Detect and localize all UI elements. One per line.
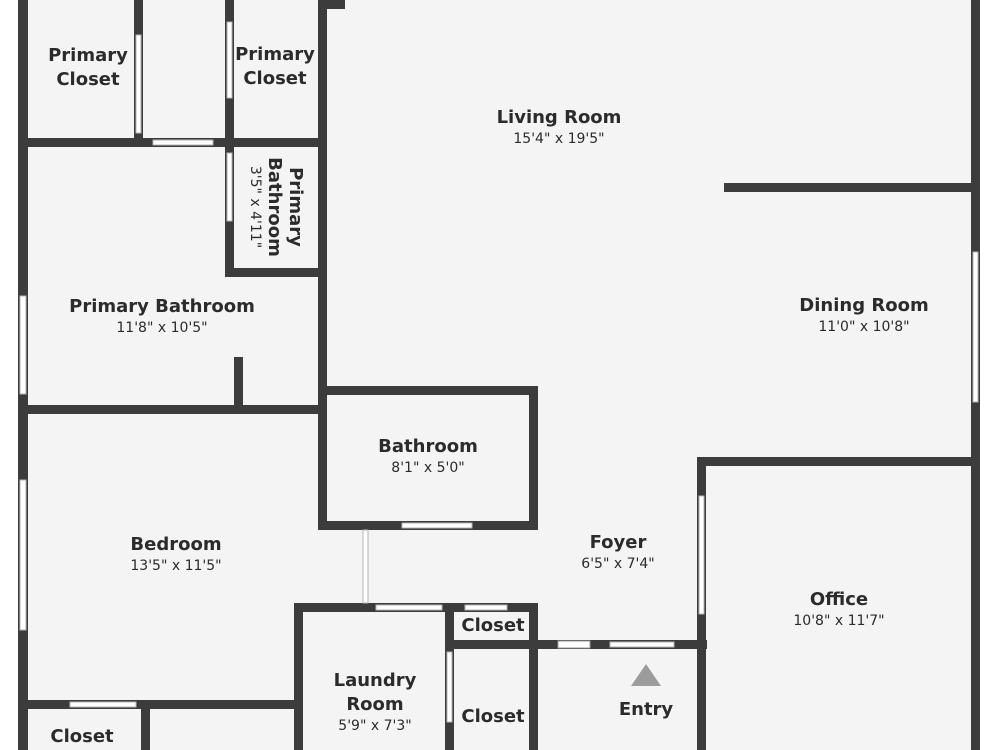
window-left-upper xyxy=(19,295,27,395)
window-right-dining xyxy=(972,251,979,403)
room-dimensions: 15'4" x 19'5" xyxy=(513,131,605,147)
door-closet-2 xyxy=(226,21,233,99)
door-small-bath xyxy=(226,152,233,222)
room-label-primary-closet-1: Primary Closet xyxy=(48,44,128,92)
room-label-closet-bottom-left: Closet xyxy=(50,725,113,749)
room-dimensions: 6'5" x 7'4" xyxy=(581,556,655,572)
room-label-dining-room: Dining Room 11'0" x 10'8" xyxy=(799,294,928,336)
door-closet-bottom-left xyxy=(69,701,137,708)
door-closet-lower xyxy=(446,651,453,723)
wall-closet-right xyxy=(529,603,538,750)
door-bathroom xyxy=(401,522,473,529)
wall-closet-bottom-divider xyxy=(141,700,150,750)
room-label-closet-foyer: Closet xyxy=(461,614,524,638)
wall-top-stub xyxy=(325,0,345,9)
floor-area xyxy=(22,0,978,750)
room-label-primary-bathroom: Primary Bathroom 11'8" x 10'5" xyxy=(69,295,255,337)
wall-bathroom-top xyxy=(320,386,538,395)
room-name: Entry xyxy=(618,699,674,720)
wall-office-top xyxy=(697,457,978,466)
room-name: Office xyxy=(809,589,869,610)
room-name: Primary Bathroom xyxy=(69,296,255,317)
room-dimensions: 3'5" x 4'11" xyxy=(247,165,263,249)
room-dimensions: 8'1" x 5'0" xyxy=(391,460,465,476)
entry-arrow-icon xyxy=(631,664,661,686)
wall-living-left xyxy=(318,140,327,530)
room-dimensions: 10'8" x 11'7" xyxy=(793,613,885,629)
room-label-office: Office 10'8" x 11'7" xyxy=(793,588,884,630)
room-name: Laundry Room xyxy=(333,670,417,715)
room-name: Primary Bathroom xyxy=(264,157,306,257)
room-name: Bedroom xyxy=(130,534,222,555)
windows-and-doors xyxy=(19,21,979,723)
room-dimensions: 11'0" x 10'8" xyxy=(818,319,910,335)
room-label-closet-lower: Closet xyxy=(461,705,524,729)
room-name: Bathroom xyxy=(378,436,478,457)
room-label-bedroom: Bedroom 13'5" x 11'5" xyxy=(130,533,221,575)
room-name: Foyer xyxy=(589,532,647,553)
room-name: Primary Closet xyxy=(235,44,315,89)
room-name: Living Room xyxy=(496,107,622,128)
room-dimensions: 5'9" x 7'3" xyxy=(338,718,412,734)
room-label-living-room: Living Room 15'4" x 19'5" xyxy=(497,106,622,148)
room-name: Closet xyxy=(50,726,114,747)
window-left-lower xyxy=(19,479,27,631)
room-label-primary-bathroom-small: Primary Bathroom 3'5" x 4'11" xyxy=(246,157,306,257)
room-name: Closet xyxy=(461,615,525,636)
room-label-primary-closet-2: Primary Closet xyxy=(235,43,315,91)
room-label-bathroom: Bathroom 8'1" x 5'0" xyxy=(378,435,478,477)
door-closet-foyer xyxy=(464,604,508,611)
door-entry xyxy=(609,641,675,648)
entry-vent xyxy=(557,640,591,649)
room-name: Closet xyxy=(461,706,525,727)
room-name: Dining Room xyxy=(799,295,929,316)
wall-small-bath-bottom xyxy=(225,268,327,277)
room-label-foyer: Foyer 6'5" x 7'4" xyxy=(581,531,654,573)
door-primary-closets xyxy=(152,139,214,146)
room-dimensions: 13'5" x 11'5" xyxy=(130,558,222,574)
room-dimensions: 11'8" x 10'5" xyxy=(116,320,208,336)
door-bedroom xyxy=(362,529,369,604)
door-laundry xyxy=(375,604,443,611)
wall-closets-right xyxy=(318,0,327,147)
wall-bath-stub xyxy=(234,357,243,411)
wall-bedroom-top xyxy=(22,405,327,414)
wall-bedroom-bottom xyxy=(22,700,302,709)
room-name: Primary Closet xyxy=(48,45,128,90)
wall-bathroom-right xyxy=(529,386,538,530)
wall-laundry-left xyxy=(294,603,303,750)
wall-living-divider xyxy=(724,183,978,192)
door-office xyxy=(698,495,705,615)
room-label-entry: Entry xyxy=(619,698,673,722)
door-closet-1 xyxy=(135,34,142,134)
room-label-laundry-room: Laundry Room 5'9" x 7'3" xyxy=(334,669,417,735)
